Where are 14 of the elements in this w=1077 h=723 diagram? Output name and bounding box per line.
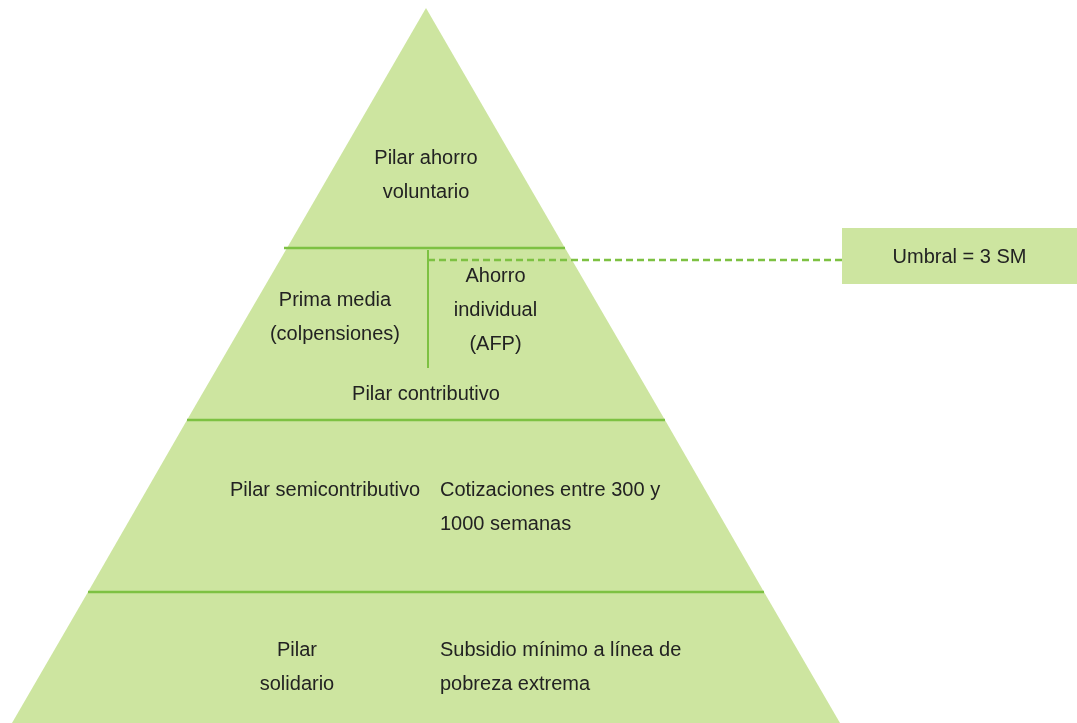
pyramid-tier bbox=[88, 420, 764, 592]
tier-label: Pilar semicontributivo bbox=[228, 477, 422, 502]
dashed-line bbox=[428, 258, 842, 262]
tier-description: Cotizaciones entre 300 y 1000 semanas bbox=[440, 477, 662, 536]
pyramid-tier bbox=[287, 8, 565, 248]
pyramid-tier bbox=[12, 592, 840, 723]
tier-label: Pilar ahorro voluntario bbox=[373, 145, 479, 204]
tier-label: Pilar contributivo bbox=[351, 381, 501, 406]
tier-label: Pilar solidario bbox=[258, 637, 336, 696]
tier-description: Subsidio mínimo a línea de pobreza extrema bbox=[440, 637, 683, 696]
threshold-box: Umbral = 3 SM bbox=[842, 228, 1077, 284]
pension-scheme-label: Ahorro individual (AFP) bbox=[427, 250, 562, 368]
pyramid-tier bbox=[187, 248, 665, 420]
pension-scheme-label: Prima media (colpensiones) bbox=[250, 262, 420, 370]
